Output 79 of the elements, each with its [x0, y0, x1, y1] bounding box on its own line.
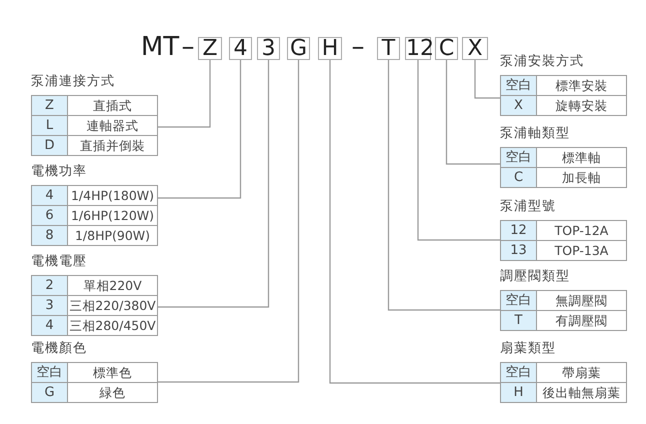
code-cell: 8 [32, 226, 68, 246]
option-cell: 1/8HP(90W) [68, 226, 158, 246]
code-cell: L [32, 116, 68, 136]
option-cell: 直插并倒裝 [68, 136, 158, 156]
code-cell: H [501, 383, 537, 403]
option-cell: TOP-13A [537, 241, 627, 261]
code-box: C [435, 37, 458, 60]
option-table [31, 252, 158, 336]
option-cell: 標準安裝 [537, 76, 627, 96]
code-box: Z [198, 37, 222, 60]
code-cell: G [32, 383, 68, 403]
table-heading: 泵浦軸類型 [500, 125, 571, 143]
code-box: 3 [257, 37, 280, 60]
option-table [31, 162, 158, 246]
connector-line [388, 60, 500, 311]
code-text: – [350, 31, 366, 63]
code-box: 4 [229, 37, 252, 60]
code-cell: 2 [32, 276, 68, 296]
table-heading: 電機電壓 [31, 253, 88, 271]
code-box: H [318, 37, 342, 60]
option-cell: 無調壓閥 [537, 291, 627, 311]
connector-line [158, 60, 242, 199]
option-cell: 三相280/450V [68, 316, 158, 336]
option-cell: 有調壓閥 [537, 311, 627, 331]
code-box: 12 [405, 37, 431, 60]
table-heading: 電機顏色 [31, 340, 88, 358]
code-box: X [462, 37, 488, 60]
code-cell: 4 [32, 186, 68, 206]
connector-line [446, 60, 500, 165]
code-text: MT [140, 31, 180, 63]
code-cell: 13 [501, 241, 537, 261]
code-cell: X [501, 96, 537, 116]
code-cell: 4 [32, 316, 68, 336]
option-table [500, 267, 627, 331]
code-cell: 6 [32, 206, 68, 226]
option-table [500, 339, 627, 403]
code-cell: 空白 [501, 291, 537, 311]
option-cell: 三相220/380V [68, 296, 158, 316]
option-table [31, 339, 158, 403]
code-box: G [287, 37, 310, 60]
connector-line [417, 60, 500, 241]
code-cell: D [32, 136, 68, 156]
code-cell: Z [32, 96, 68, 116]
code-cell: 空白 [501, 148, 537, 168]
table-heading: 電機功率 [31, 163, 88, 181]
option-cell: 連軸器式 [68, 116, 158, 136]
connector-line [158, 60, 270, 308]
table-heading: 泵浦安裝方式 [500, 53, 585, 71]
code-box: T [377, 37, 400, 60]
option-cell: 加長軸 [537, 168, 627, 188]
option-cell: TOP-12A [537, 221, 627, 241]
option-table [31, 72, 158, 156]
option-cell: 帶扇葉 [537, 363, 627, 383]
code-cell: 空白 [501, 76, 537, 96]
connector-line [158, 60, 300, 383]
connector-line [474, 60, 500, 99]
option-cell: 1/6HP(120W) [68, 206, 158, 226]
table-heading: 泵浦連接方式 [31, 73, 116, 91]
code-cell: 12 [501, 221, 537, 241]
option-cell: 標準色 [68, 363, 158, 383]
code-cell: 3 [32, 296, 68, 316]
code-cell: 空白 [32, 363, 68, 383]
connector-line [158, 60, 211, 128]
option-cell: 標準軸 [537, 148, 627, 168]
connector-line [329, 60, 500, 384]
option-cell: 單相220V [68, 276, 158, 296]
option-cell: 旋轉安裝 [537, 96, 627, 116]
option-cell: 後出軸無扇葉 [537, 383, 627, 403]
code-cell: C [501, 168, 537, 188]
table-heading: 扇葉類型 [500, 340, 557, 358]
option-cell: 1/4HP(180W) [68, 186, 158, 206]
code-cell: 空白 [501, 363, 537, 383]
option-table [500, 197, 627, 261]
table-heading: 泵浦型號 [500, 198, 557, 216]
option-cell: 直插式 [68, 96, 158, 116]
table-heading: 調壓閥類型 [500, 268, 571, 286]
code-cell: T [501, 311, 537, 331]
option-cell: 緑色 [68, 383, 158, 403]
code-text: – [180, 31, 196, 63]
